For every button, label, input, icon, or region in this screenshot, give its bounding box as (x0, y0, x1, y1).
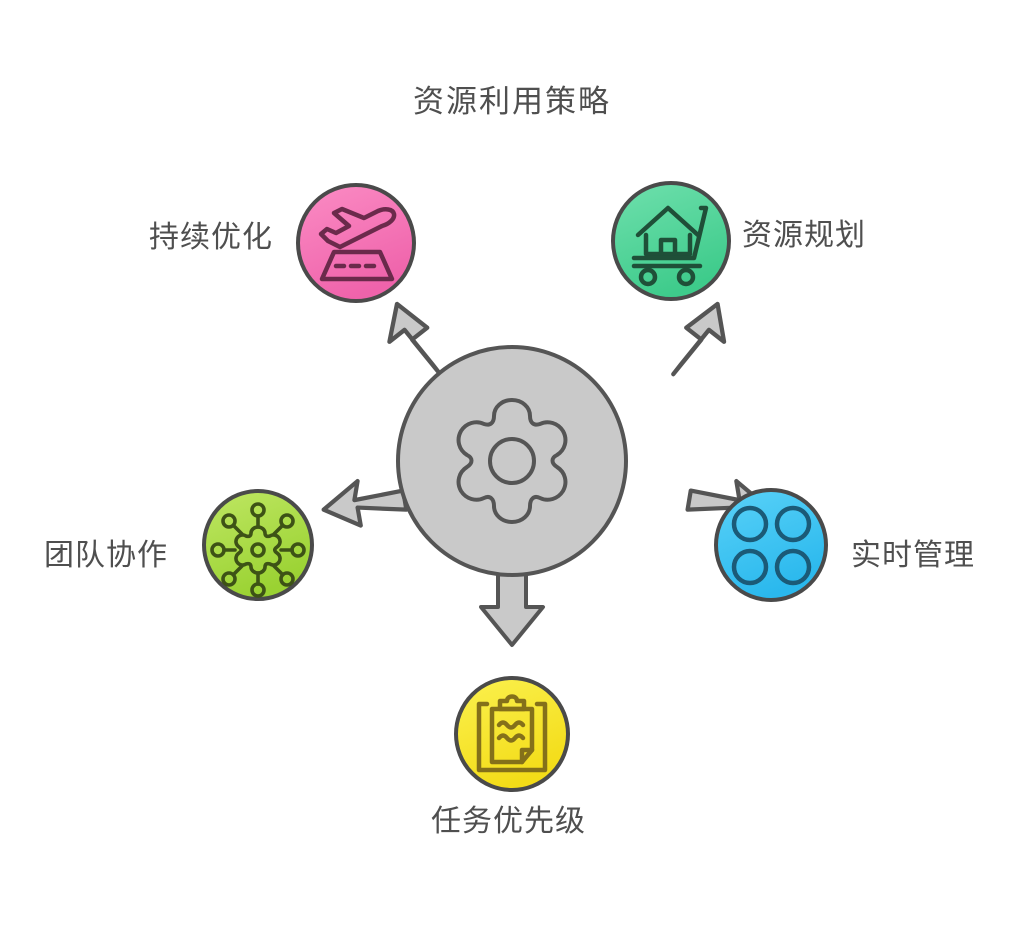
node-circle-realtime-management (714, 488, 828, 602)
node-label-team-collaboration: 团队协作 (44, 539, 168, 572)
node-realtime-management[interactable] (714, 488, 828, 602)
airplane-takeoff-icon (318, 206, 397, 282)
node-team-collaboration[interactable] (202, 489, 314, 601)
gear-center-hole (488, 437, 536, 485)
gear-icon (456, 398, 568, 524)
arrow-up-right (671, 301, 727, 377)
clipboard-icon (476, 694, 548, 773)
center-hub[interactable] (396, 345, 628, 577)
node-label-task-priority: 任务优先级 (431, 805, 586, 838)
node-label-realtime-management: 实时管理 (851, 539, 975, 572)
node-circle-continuous-optimization (296, 183, 416, 303)
center-hub-circle (396, 345, 628, 577)
node-label-resource-planning: 资源规划 (742, 219, 866, 252)
network-hub-icon (210, 502, 306, 598)
house-cart-icon (631, 205, 709, 287)
four-circles-grid-icon (731, 505, 812, 586)
node-label-continuous-optimization: 持续优化 (149, 221, 273, 254)
node-continuous-optimization[interactable] (296, 183, 416, 303)
arrow-left-down (321, 478, 409, 528)
node-task-priority[interactable] (454, 676, 570, 792)
arrow-up-left (387, 301, 443, 377)
node-resource-planning[interactable] (611, 181, 731, 301)
arrow-group (321, 301, 773, 647)
page-title: 资源利用策略 (413, 84, 611, 119)
